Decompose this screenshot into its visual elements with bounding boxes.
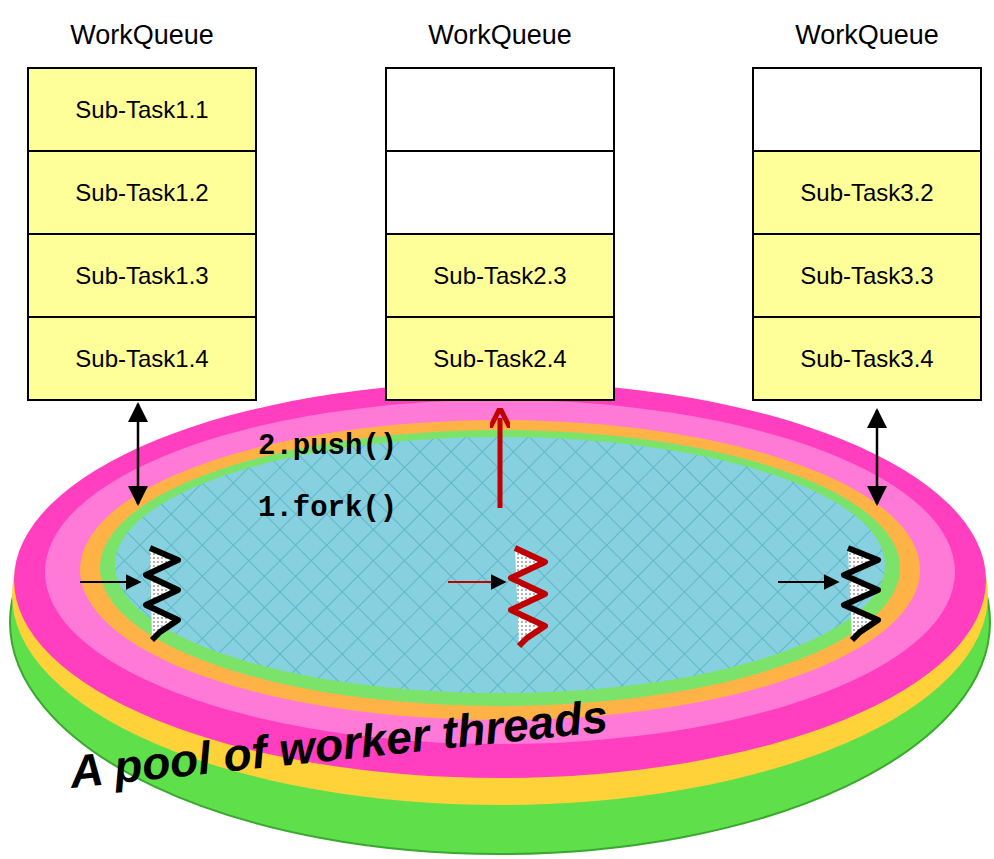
queue-heading: WorkQueue	[752, 10, 982, 60]
empty-slot	[752, 67, 982, 152]
sub-task-label: Sub-Task2.4	[433, 345, 566, 373]
sub-task-label: Sub-Task1.1	[75, 96, 208, 124]
step-label: 2.push()	[258, 430, 397, 463]
worker-thread	[80, 548, 178, 640]
sub-task-label: Sub-Task3.4	[800, 345, 933, 373]
sub-task-box: Sub-Task1.2	[27, 150, 257, 235]
work-queue: WorkQueueSub-Task2.3Sub-Task2.4	[385, 10, 615, 399]
sub-task-box: Sub-Task3.3	[752, 233, 982, 318]
step-label: 1.fork()	[258, 492, 397, 525]
sub-task-label: Sub-Task1.3	[75, 262, 208, 290]
sub-task-label: Sub-Task1.2	[75, 179, 208, 207]
worker-thread-active	[448, 548, 545, 646]
sub-task-label: Sub-Task2.3	[433, 262, 566, 290]
queue-access-arrow	[137, 404, 140, 504]
worker-thread	[778, 548, 878, 640]
empty-slot	[385, 150, 615, 235]
sub-task-box: Sub-Task1.1	[27, 67, 257, 152]
sub-task-box: Sub-Task3.4	[752, 316, 982, 401]
sub-task-label: Sub-Task1.4	[75, 345, 208, 373]
queue-heading: WorkQueue	[385, 10, 615, 60]
work-queue: WorkQueueSub-Task3.2Sub-Task3.3Sub-Task3…	[752, 10, 982, 399]
work-queue: WorkQueueSub-Task1.1Sub-Task1.2Sub-Task1…	[27, 10, 257, 399]
push-arrow	[498, 418, 503, 508]
pool-pink-top	[45, 400, 955, 744]
sub-task-box: Sub-Task2.3	[385, 233, 615, 318]
sub-task-box: Sub-Task1.3	[27, 233, 257, 318]
queue-heading: WorkQueue	[27, 10, 257, 60]
sub-task-box: Sub-Task2.4	[385, 316, 615, 401]
empty-slot	[385, 67, 615, 152]
queue-access-arrow	[876, 410, 879, 504]
sub-task-box: Sub-Task1.4	[27, 316, 257, 401]
sub-task-box: Sub-Task3.2	[752, 150, 982, 235]
sub-task-label: Sub-Task3.2	[800, 179, 933, 207]
sub-task-label: Sub-Task3.3	[800, 262, 933, 290]
